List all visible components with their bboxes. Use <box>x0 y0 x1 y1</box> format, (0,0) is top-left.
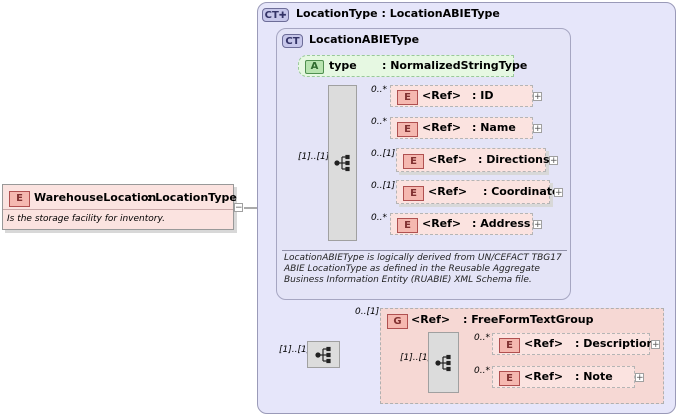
root-element-name: WarehouseLocation <box>34 191 157 204</box>
base-type-note: LocationABIEType is logically derived fr… <box>284 253 562 285</box>
element-address[interactable]: E <Ref> : Address <box>390 213 533 235</box>
expand-toggle-description[interactable]: + <box>651 340 660 350</box>
root-element[interactable]: E WarehouseLocation : LocationType Is th… <box>2 184 237 230</box>
element-badge: E <box>397 218 418 233</box>
group-multiplicity: 0..[1] <box>355 307 380 317</box>
root-divider <box>3 209 233 210</box>
attribute-badge: A <box>305 60 324 74</box>
element-ref: <Ref> <box>428 153 468 166</box>
expand-toggle-address[interactable]: + <box>533 220 542 230</box>
element-badge: E <box>403 154 424 169</box>
element-multiplicity: 0..[1] <box>371 149 396 159</box>
element-multiplicity: 0..[1] <box>371 181 396 191</box>
element-ref: <Ref> <box>422 89 462 102</box>
sequence-multiplicity: [1]..[1] <box>298 152 330 162</box>
element-name: : Description <box>575 337 655 350</box>
element-badge: E <box>403 186 424 201</box>
element-name: : Coordinate <box>483 185 560 198</box>
attribute-type[interactable]: A type : NormalizedStringType <box>298 55 527 77</box>
expand-toggle-name[interactable]: + <box>533 124 542 134</box>
element-multiplicity: 0..* <box>371 85 387 95</box>
element-ref: <Ref> <box>524 370 564 383</box>
complex-type-badge: CT✚ <box>262 8 289 22</box>
ct-plus-icon: ✚ <box>278 11 287 21</box>
element-multiplicity: 0..* <box>474 366 490 376</box>
group-freeformtext[interactable]: G <Ref> : FreeFormTextGroup <box>380 308 664 404</box>
attribute-type-value: : NormalizedStringType <box>382 59 528 72</box>
element-name: : Address <box>472 217 531 230</box>
element-ref: <Ref> <box>422 217 462 230</box>
element-ref: <Ref> <box>524 337 564 350</box>
element-coordinate[interactable]: E <Ref> : Coordinate <box>396 180 559 204</box>
sequence-icon <box>334 154 350 172</box>
base-type-title: LocationABIEType <box>309 33 420 46</box>
complex-type-title: LocationType : LocationABIEType <box>296 7 500 20</box>
outer-sequence-compositor[interactable] <box>307 341 340 368</box>
sequence-icon <box>315 346 331 364</box>
expand-toggle-directions[interactable]: + <box>549 156 558 166</box>
base-type-badge: CT <box>282 34 303 48</box>
element-multiplicity: 0..* <box>371 213 387 223</box>
expand-toggle-note[interactable]: + <box>635 373 644 383</box>
root-element-type: : LocationType <box>147 191 237 204</box>
group-name: : FreeFormTextGroup <box>463 313 594 326</box>
attribute-name: type <box>329 59 357 72</box>
root-element-doc: Is the storage facility for inventory. <box>7 214 165 224</box>
expand-toggle-coordinate[interactable]: + <box>554 188 563 198</box>
element-multiplicity: 0..* <box>371 117 387 127</box>
sequence-compositor[interactable] <box>328 85 357 241</box>
element-badge: E <box>397 90 418 105</box>
element-badge: E <box>499 338 520 353</box>
inner-sequence-compositor[interactable] <box>428 332 459 393</box>
element-ref: <Ref> <box>422 121 462 134</box>
expand-toggle-id[interactable]: + <box>533 92 542 102</box>
element-description[interactable]: E <Ref> : Description <box>492 333 654 355</box>
element-name: : Name <box>472 121 516 134</box>
element-name-field[interactable]: E <Ref> : Name <box>390 117 533 139</box>
element-multiplicity: 0..* <box>474 333 490 343</box>
element-id[interactable]: E <Ref> : ID <box>390 85 533 107</box>
collapse-root-toggle[interactable]: − <box>234 203 243 213</box>
outer-sequence-multiplicity: [1]..[1] <box>279 345 311 355</box>
element-ref: <Ref> <box>428 185 468 198</box>
element-badge: E <box>397 122 418 137</box>
group-badge: G <box>387 314 408 329</box>
element-name: : Note <box>575 370 613 383</box>
note-divider <box>282 250 567 251</box>
sequence-icon <box>435 354 451 372</box>
group-ref: <Ref> <box>411 313 451 326</box>
element-name: : Directions <box>478 153 550 166</box>
element-badge: E <box>9 191 30 207</box>
element-note[interactable]: E <Ref> : Note <box>492 366 635 388</box>
element-name: : ID <box>472 89 494 102</box>
inner-sequence-multiplicity: [1]..[1] <box>400 353 432 363</box>
element-directions[interactable]: E <Ref> : Directions <box>396 148 550 172</box>
element-badge: E <box>499 371 520 386</box>
